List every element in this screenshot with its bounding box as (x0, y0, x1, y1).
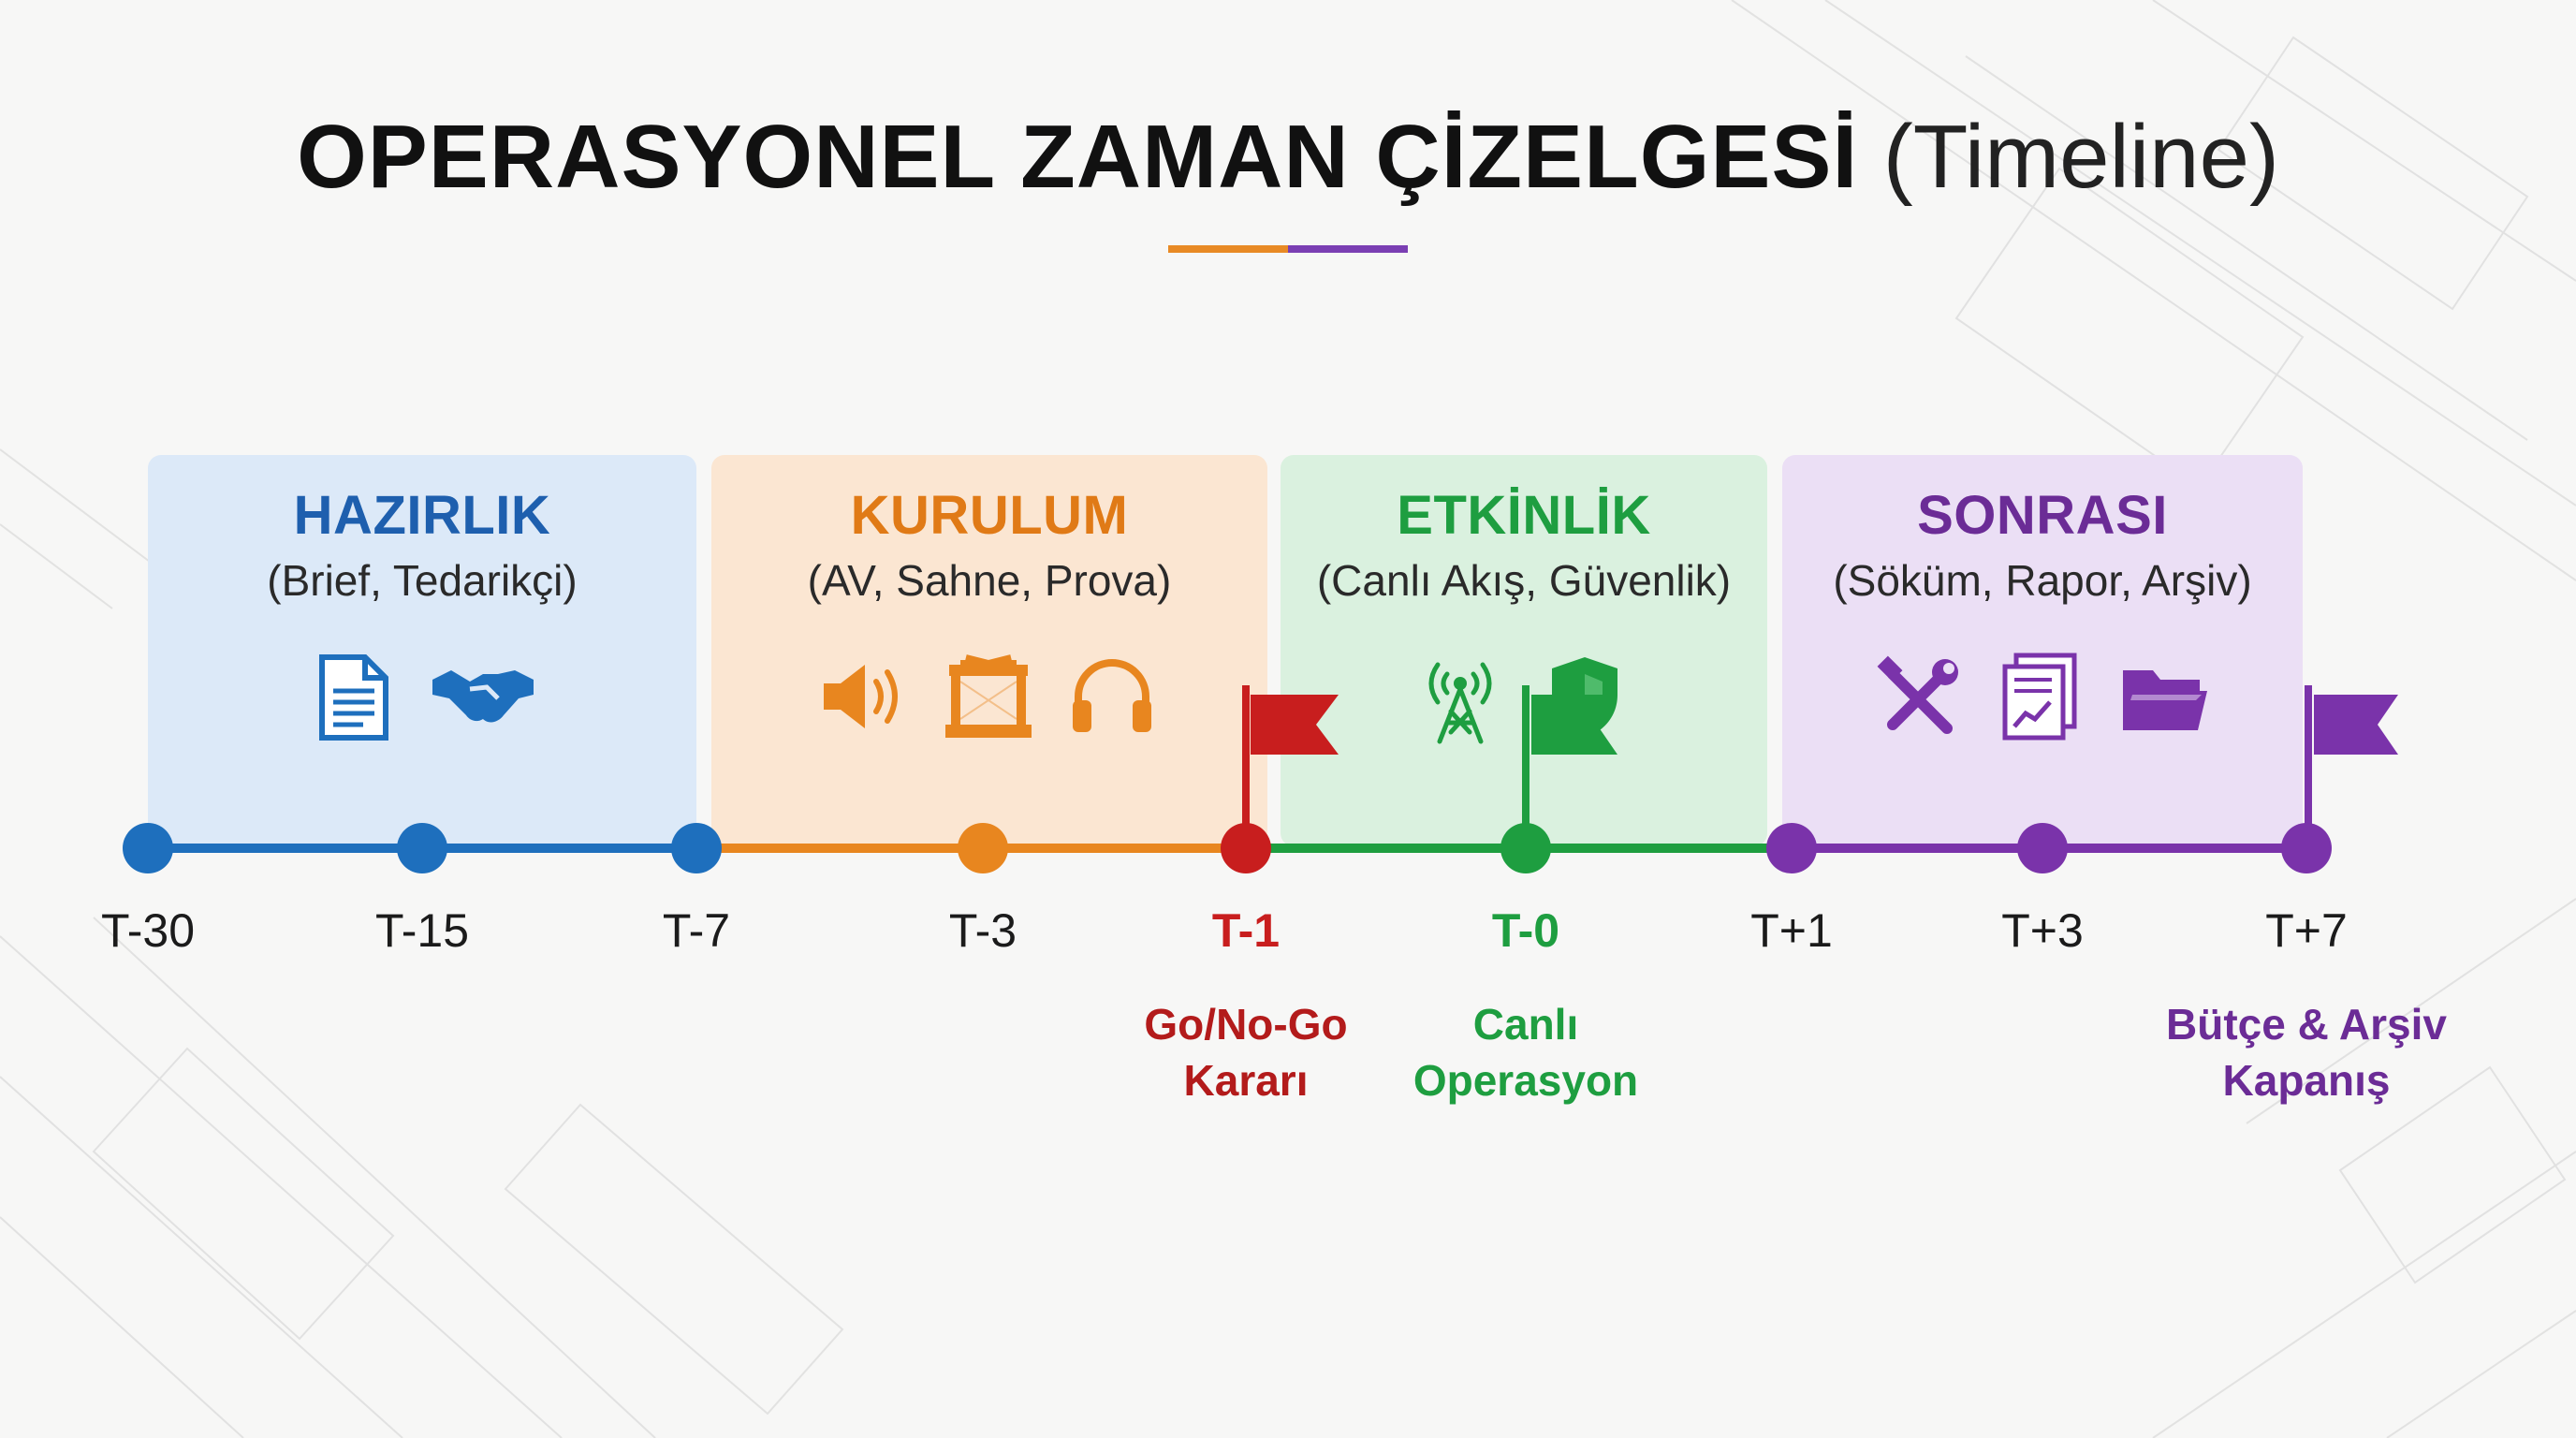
timeline-node-t+7 (2281, 823, 2332, 873)
title-underline-orange (1168, 245, 1288, 253)
phase-description: (Söküm, Rapor, Arşiv) (1833, 556, 2252, 605)
tick-label: T+7 (2265, 904, 2348, 957)
timeline-node-t-3 (958, 823, 1008, 873)
milestone-line1: Canlı (1472, 1000, 1579, 1049)
tick-label: T-7 (662, 904, 731, 957)
phase-description: (Brief, Tedarikçi) (267, 556, 578, 605)
headphones-icon (1073, 659, 1151, 732)
milestone-go-no-go: Go/No-Go Kararı (1077, 996, 1414, 1108)
timeline-node-t+1 (1766, 823, 1817, 873)
phase-sonrasi: SONRASI (Söküm, Rapor, Arşiv) (1782, 455, 2303, 846)
phase-kurulum: KURULUM (AV, Sahne, Prova) (711, 455, 1267, 846)
milestone-butce-arsiv: Bütçe & Arşiv Kapanış (2138, 996, 2475, 1108)
speaker-icon (824, 665, 898, 728)
phase-title: ETKİNLİK (1397, 485, 1651, 546)
stage-icon (945, 654, 1032, 738)
milestone-line2: Kararı (1183, 1056, 1309, 1105)
title-main: OPERASYONEL ZAMAN ÇİZELGESİ (297, 107, 1859, 207)
handshake-icon (432, 670, 534, 723)
tick-label: T-3 (948, 904, 1017, 957)
milestone-line1: Go/No-Go (1144, 1000, 1348, 1049)
timeline-node-t-0 (1500, 823, 1551, 873)
timeline-node-t+3 (2017, 823, 2068, 873)
phase-hazirlik: HAZIRLIK (Brief, Tedarikçi) (148, 455, 696, 846)
phase-etkinlik: ETKİNLİK (Canlı Akış, Güvenlik) (1281, 455, 1767, 846)
timeline-node-t-30 (123, 823, 173, 873)
shield-icon (1552, 657, 1617, 738)
report-chart-icon (2002, 653, 2077, 741)
tick-label: T-1 (1211, 904, 1281, 957)
phase-title: SONRASI (1917, 485, 2168, 546)
page-title: OPERASYONEL ZAMAN ÇİZELGESİ (Timeline) (0, 101, 2576, 213)
timeline-node-t-15 (397, 823, 447, 873)
tick-label: T+1 (1750, 904, 1833, 957)
broadcast-tower-icon (1428, 662, 1492, 744)
tick-label: T-0 (1491, 904, 1560, 957)
phase-description: (Canlı Akış, Güvenlik) (1316, 556, 1732, 605)
milestone-line1: Bütçe & Arşiv (2166, 1000, 2447, 1049)
phase-title: KURULUM (850, 485, 1129, 546)
tools-icon (1877, 655, 1958, 734)
title-sub: (Timeline) (1882, 107, 2279, 207)
milestone-canli-operasyon: Canlı Operasyon (1357, 996, 1694, 1108)
tick-label: T-30 (100, 904, 196, 957)
timeline-node-t-7 (671, 823, 722, 873)
tick-label: T+3 (2001, 904, 2084, 957)
phase-title: HAZIRLIK (293, 485, 551, 546)
milestone-line2: Kapanış (2222, 1056, 2391, 1105)
document-icon (319, 654, 388, 741)
title-underline-purple (1288, 245, 1408, 253)
folder-icon (2123, 670, 2207, 730)
tick-label: T-15 (374, 904, 470, 957)
timeline-node-t-1 (1221, 823, 1271, 873)
milestone-line2: Operasyon (1412, 1056, 1639, 1105)
phase-description: (AV, Sahne, Prova) (807, 556, 1172, 605)
